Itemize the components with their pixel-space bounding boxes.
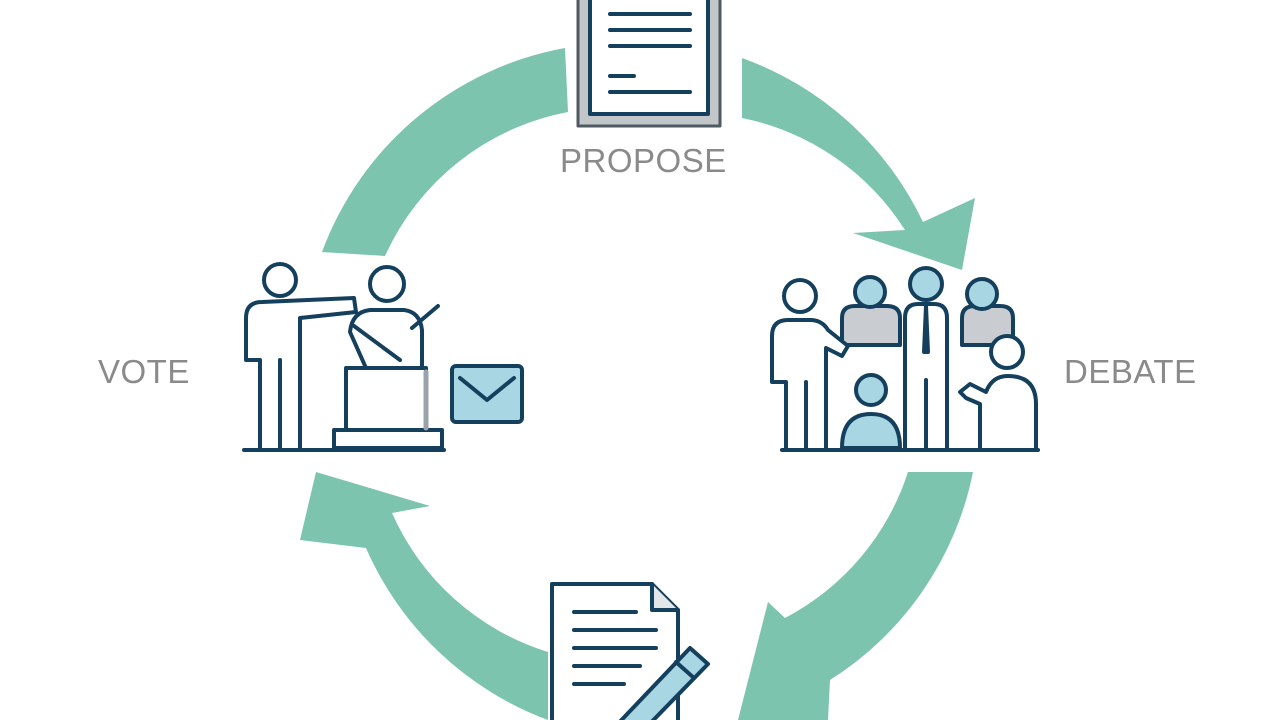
stage-label-debate: DEBATE (1064, 353, 1197, 390)
arrow-draft-to-vote (300, 472, 548, 720)
arrow-vote-to-propose (322, 48, 568, 256)
document-pen-icon (550, 582, 710, 720)
cycle-arrows (300, 48, 975, 720)
ballot-vote-icon (242, 262, 524, 452)
debate-group-icon (770, 266, 1040, 452)
arrow-debate-to-draft (738, 472, 973, 720)
stage-label-propose: PROPOSE (560, 142, 727, 179)
arrow-propose-to-debate (742, 58, 975, 270)
proposal-document-icon (576, 0, 722, 128)
stage-label-vote: VOTE (98, 353, 190, 390)
